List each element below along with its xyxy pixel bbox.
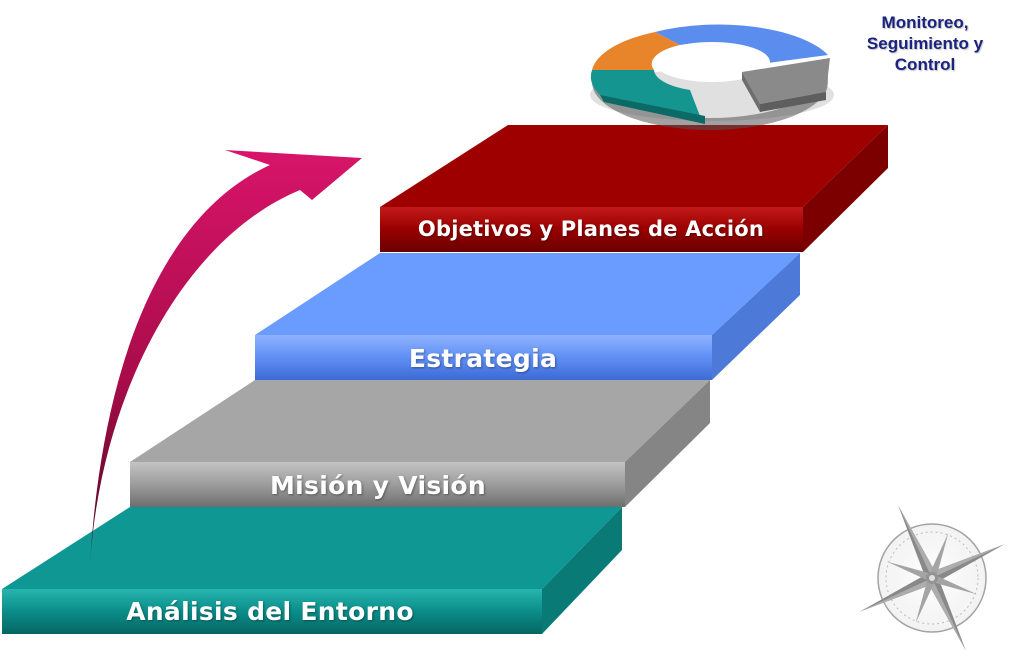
- step-analisis-front: [2, 589, 542, 634]
- curved-up-arrow-icon: [90, 150, 362, 565]
- monitoring-title-line2: Seguimiento y: [866, 34, 984, 53]
- step-analisis-top: [2, 507, 622, 589]
- ring-segment-blue: [655, 24, 828, 65]
- step-objetivos-top: [380, 125, 888, 207]
- step-mision-front: [130, 462, 625, 507]
- ring-segment-teal-base: [600, 95, 705, 124]
- compass-rose-icon: [859, 505, 1005, 651]
- cycle-ring-icon: [590, 24, 834, 130]
- step-analisis-label: Análisis del Entorno: [126, 597, 414, 626]
- step-mision-top: [130, 380, 710, 462]
- monitoring-title: Monitoreo, Seguimiento y Control: [850, 12, 1000, 75]
- step-objetivos-label: Objetivos y Planes de Acción: [417, 217, 765, 241]
- step-estrategia-front: [255, 335, 712, 380]
- step-mision-side: [625, 380, 710, 507]
- step-analisis: [2, 507, 622, 634]
- ring-segment-teal: [590, 70, 700, 117]
- step-objetivos: [380, 125, 888, 252]
- step-objetivos-front: [380, 207, 803, 252]
- step-estrategia-side: [712, 253, 800, 380]
- step-mision: [130, 380, 710, 507]
- ring-segment-orange: [592, 32, 680, 70]
- step-objetivos-side: [803, 125, 888, 252]
- step-mision-label: Misión y Visión: [270, 471, 486, 500]
- step-estrategia-label: Estrategia: [408, 344, 558, 373]
- step-estrategia: [255, 253, 800, 380]
- ring-segment-gray: [742, 58, 830, 112]
- monitoring-title-line1: Monitoreo,: [881, 13, 969, 32]
- step-analisis-side: [542, 507, 622, 634]
- monitoring-title-line3: Control: [894, 55, 956, 74]
- step-estrategia-top: [255, 253, 800, 335]
